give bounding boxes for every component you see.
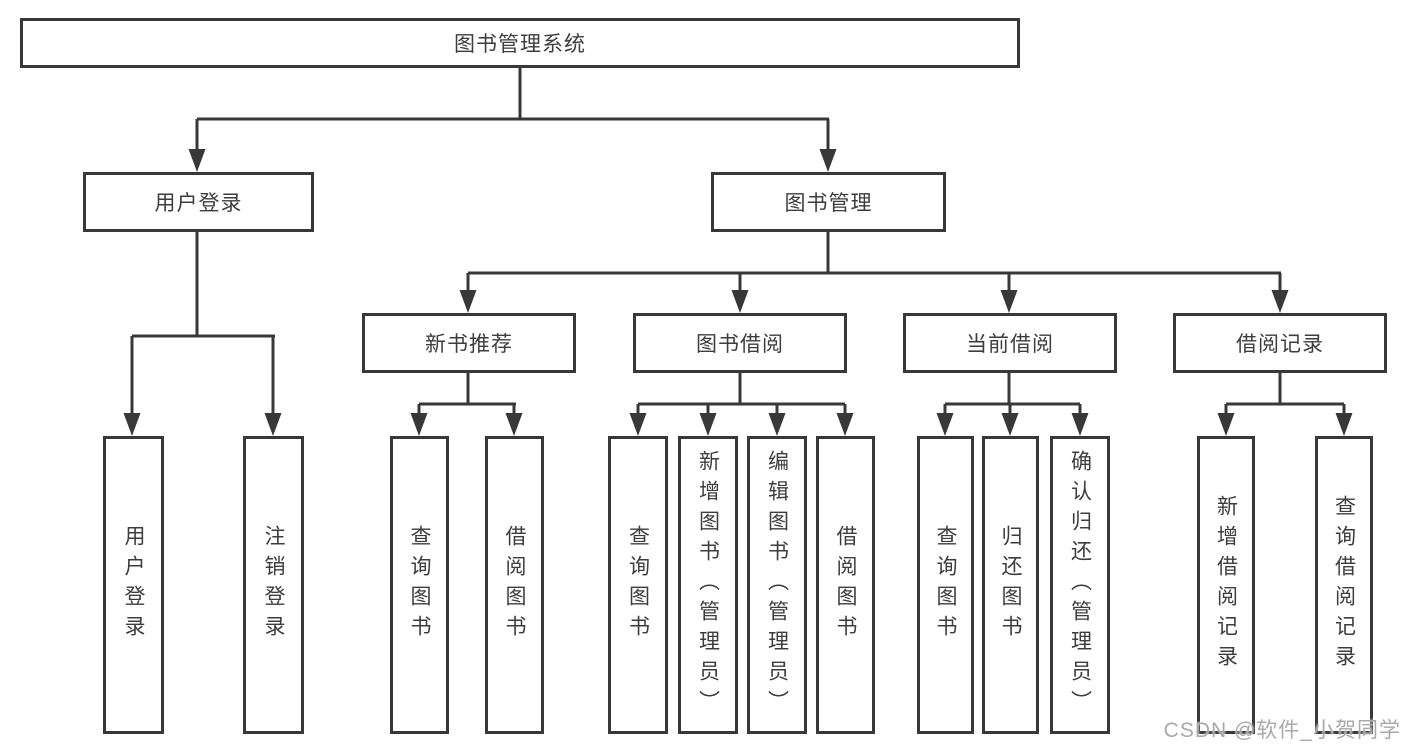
- leaf-newbook-query-books-label: 查询图书: [408, 525, 431, 645]
- leaf-newbook-borrow-books-label: 借阅图书: [503, 525, 526, 645]
- arrowhead-down-icon: [264, 413, 282, 436]
- arrowhead-down-icon: [1071, 413, 1089, 436]
- arrowhead-down-icon: [629, 413, 647, 436]
- node-root: 图书管理系统: [20, 18, 1020, 68]
- node-book-management-label: 图书管理: [784, 192, 873, 215]
- arrowhead-down-icon: [731, 290, 749, 313]
- arrowhead-down-icon: [936, 413, 954, 436]
- arrowhead-down-icon: [768, 413, 786, 436]
- leaf-borrow-borrow-books-label: 借阅图书: [834, 525, 857, 645]
- leaf-records-query-record: 查询借阅记录: [1315, 436, 1373, 734]
- arrowhead-down-icon: [699, 413, 717, 436]
- arrowhead-down-icon: [1001, 413, 1019, 436]
- arrowhead-down-icon: [836, 413, 854, 436]
- leaf-user-login-label: 用户登录: [122, 525, 145, 645]
- leaf-logout: 注销登录: [243, 436, 304, 734]
- leaf-newbook-borrow-books: 借阅图书: [485, 436, 544, 734]
- leaf-newbook-query-books: 查询图书: [390, 436, 449, 734]
- node-book-management: 图书管理: [711, 172, 946, 232]
- leaf-current-query-books: 查询图书: [917, 436, 974, 734]
- leaf-user-login: 用户登录: [103, 436, 164, 734]
- leaf-records-add-record-label: 新增借阅记录: [1214, 495, 1238, 675]
- leaf-borrow-edit-books-admin: 编辑图书（管理员）: [747, 436, 807, 734]
- arrowhead-down-icon: [1271, 290, 1289, 313]
- leaf-borrow-edit-books-admin-label: 编辑图书（管理员）: [765, 450, 789, 720]
- leaf-current-confirm-return-admin-label: 确认归还（管理员）: [1068, 450, 1092, 720]
- node-new-book-recommend-label: 新书推荐: [425, 333, 513, 356]
- leaf-borrow-borrow-books: 借阅图书: [816, 436, 875, 734]
- node-user-login: 用户登录: [83, 172, 314, 232]
- leaf-current-return-books: 归还图书: [982, 436, 1039, 734]
- node-root-label: 图书管理系统: [454, 33, 586, 56]
- csdn-watermark: CSDN @软件_小贺同学: [1163, 719, 1401, 742]
- leaf-records-query-record-label: 查询借阅记录: [1332, 495, 1356, 675]
- arrowhead-down-icon: [1217, 413, 1235, 436]
- leaf-borrow-query-books: 查询图书: [608, 436, 668, 734]
- node-new-book-recommend: 新书推荐: [362, 313, 576, 373]
- node-book-borrow: 图书借阅: [633, 313, 847, 373]
- leaf-logout-label: 注销登录: [262, 525, 285, 645]
- leaf-current-return-books-label: 归还图书: [999, 525, 1022, 645]
- arrowhead-down-icon: [123, 413, 141, 436]
- arrowhead-down-icon: [819, 149, 837, 172]
- node-borrow-records: 借阅记录: [1173, 313, 1387, 373]
- leaf-current-confirm-return-admin: 确认归还（管理员）: [1050, 436, 1110, 734]
- node-borrow-records-label: 借阅记录: [1236, 333, 1324, 356]
- arrowhead-down-icon: [1000, 290, 1018, 313]
- leaf-borrow-add-books-admin: 新增图书（管理员）: [678, 436, 738, 734]
- arrowhead-down-icon: [459, 290, 477, 313]
- node-book-borrow-label: 图书借阅: [696, 333, 784, 356]
- leaf-borrow-add-books-admin-label: 新增图书（管理员）: [696, 450, 720, 720]
- arrowhead-down-icon: [410, 413, 428, 436]
- arrowhead-down-icon: [188, 149, 206, 172]
- node-current-borrow-label: 当前借阅: [966, 333, 1054, 356]
- arrowhead-down-icon: [1335, 413, 1353, 436]
- node-user-login-label: 用户登录: [154, 192, 243, 215]
- leaf-current-query-books-label: 查询图书: [934, 525, 957, 645]
- arrowhead-down-icon: [505, 413, 523, 436]
- leaf-records-add-record: 新增借阅记录: [1197, 436, 1255, 734]
- node-current-borrow: 当前借阅: [903, 313, 1117, 373]
- leaf-borrow-query-books-label: 查询图书: [626, 525, 650, 645]
